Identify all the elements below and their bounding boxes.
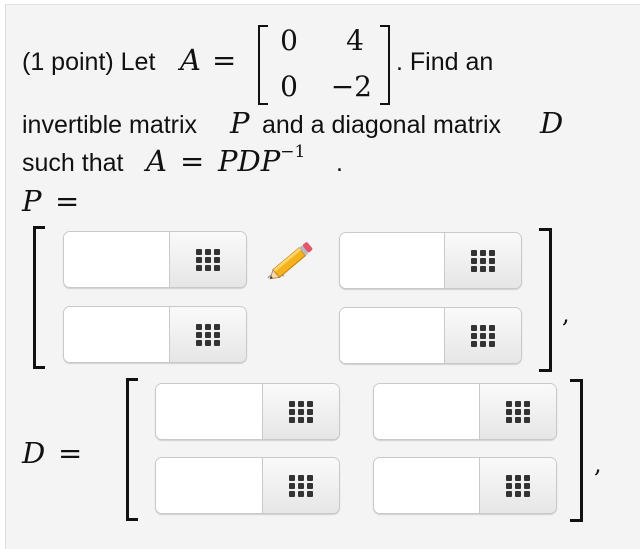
keypad-grid-icon (289, 474, 313, 497)
P-input-11[interactable] (340, 308, 446, 363)
matrix-A-cell-00: 0 (280, 24, 298, 57)
D-label-equals: = (58, 436, 83, 470)
D-label-var: D (22, 436, 46, 470)
D-keypad-button-00[interactable] (262, 384, 339, 439)
line3-PDP: PDP−1 (218, 142, 305, 181)
line3-var-A: A (146, 144, 167, 178)
matrix-var-A: A (180, 43, 201, 77)
P-right-bracket (539, 228, 552, 372)
line2-var-P: P (230, 106, 250, 140)
keypad-grid-icon (289, 400, 313, 423)
D-cell-01 (373, 383, 557, 440)
P-left-bracket (33, 226, 45, 369)
P-trailing-comma: , (562, 300, 570, 328)
P-label-equals: = (55, 184, 80, 218)
matrix-A-cell-11: −2 (330, 70, 372, 103)
matrix-A-right-bracket (380, 25, 390, 105)
D-cell-00 (155, 383, 340, 440)
pencil-icon[interactable] (262, 238, 318, 284)
line3-period: . (336, 149, 343, 177)
P-input-00[interactable] (64, 232, 171, 287)
line3-superscript: −1 (280, 142, 306, 162)
keypad-grid-icon (196, 323, 220, 346)
D-keypad-button-11[interactable] (479, 458, 556, 513)
P-input-10[interactable] (64, 307, 171, 362)
equals-sign: = (212, 43, 237, 77)
matrix-A-left-bracket (258, 25, 268, 105)
D-input-10[interactable] (156, 458, 264, 513)
keypad-grid-icon (196, 248, 220, 271)
P-keypad-button-00[interactable] (169, 232, 246, 287)
matrix-A-cell-10: 0 (280, 70, 298, 103)
P-cell-00 (63, 231, 247, 288)
P-cell-10 (63, 306, 247, 363)
D-left-bracket (126, 378, 138, 521)
D-input-00[interactable] (156, 384, 264, 439)
P-keypad-button-11[interactable] (444, 308, 521, 363)
points-label: (1 point) Let (22, 48, 156, 76)
line2-text-b: and a diagonal matrix (262, 111, 502, 139)
D-cell-10 (155, 457, 340, 514)
D-keypad-button-10[interactable] (262, 458, 339, 513)
line3-text-a: such that (22, 149, 124, 177)
line3-equals: = (180, 144, 205, 178)
P-label-var: P (22, 184, 42, 218)
line2-var-D: D (540, 106, 564, 140)
P-cell-01 (339, 232, 522, 289)
find-an-text: . Find an (396, 48, 494, 76)
keypad-grid-icon (506, 474, 530, 497)
D-input-01[interactable] (374, 384, 481, 439)
keypad-grid-icon (471, 324, 495, 347)
P-input-01[interactable] (340, 233, 446, 288)
D-input-11[interactable] (374, 458, 481, 513)
P-keypad-button-01[interactable] (444, 233, 521, 288)
D-right-bracket (570, 379, 583, 522)
line3-PDP-text: PDP (218, 144, 281, 178)
P-cell-11 (339, 307, 522, 364)
D-cell-11 (373, 457, 557, 514)
D-trailing-comma: , (594, 450, 602, 478)
keypad-grid-icon (471, 249, 495, 272)
D-keypad-button-01[interactable] (479, 384, 556, 439)
line2-text-a: invertible matrix (22, 111, 198, 139)
matrix-A-cell-01: 4 (346, 24, 364, 57)
keypad-grid-icon (506, 400, 530, 423)
P-keypad-button-10[interactable] (169, 307, 246, 362)
